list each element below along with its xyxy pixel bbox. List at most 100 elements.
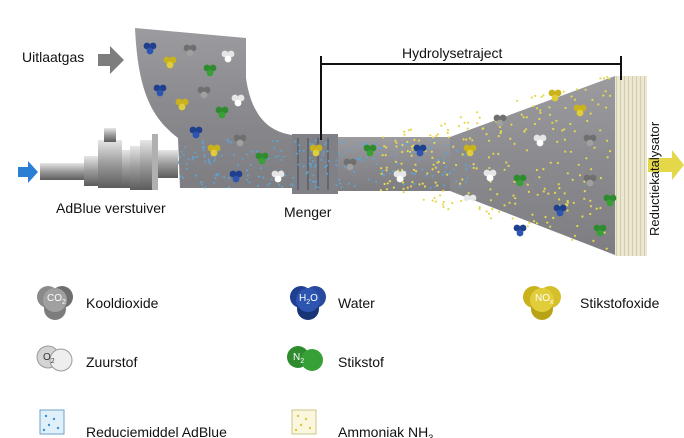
ammonia-dot <box>609 95 611 97</box>
ammonia-dot <box>552 217 554 219</box>
ammonia-dot <box>490 217 492 219</box>
ammonia-dot <box>585 157 587 159</box>
adblue-injector-label: AdBlue verstuiver <box>56 200 166 216</box>
adblue-injector <box>40 128 178 190</box>
ammonia-dot <box>609 150 611 152</box>
ammonia-dot <box>492 153 494 155</box>
adblue-droplet <box>465 181 467 183</box>
ammonia-dot <box>550 162 552 164</box>
ammonia-dot <box>547 193 549 195</box>
adblue-droplet <box>449 172 451 174</box>
ammonia-dot <box>513 143 515 145</box>
ammonia-dot <box>505 161 507 163</box>
adblue-droplet <box>444 156 446 158</box>
adblue-droplet <box>315 164 317 166</box>
ammonia-dot <box>408 129 410 131</box>
ammonia-dot <box>596 208 598 210</box>
ammonia-dot <box>424 185 426 187</box>
n2-icon-text: N2 <box>293 352 304 365</box>
ammonia-dot <box>426 172 428 174</box>
ammonia-dot <box>606 76 608 78</box>
ammonia-dot <box>442 203 444 205</box>
ammonia-dot <box>486 210 488 212</box>
ammonia-dot <box>482 128 484 130</box>
ammonia-dot <box>431 151 433 153</box>
adblue-droplet <box>312 181 314 183</box>
adblue-droplet <box>303 150 305 152</box>
ammonia-dot <box>402 188 404 190</box>
adblue-droplet <box>456 150 458 152</box>
ammonia-dot <box>593 147 595 149</box>
ammonia-dot <box>544 188 546 190</box>
ammonia-dot <box>542 94 544 96</box>
ammonia-dot <box>583 198 585 200</box>
adblue-droplet <box>200 181 202 183</box>
ammonia-dot <box>384 183 386 185</box>
ammonia-dot <box>527 184 529 186</box>
adblue-droplet <box>215 177 217 179</box>
adblue-droplet <box>292 177 294 179</box>
adblue-droplet <box>192 156 194 158</box>
ammonia-dot <box>561 129 563 131</box>
adblue-droplet <box>341 187 343 189</box>
adblue-droplet <box>432 175 434 177</box>
adblue-droplet <box>362 160 364 162</box>
ammonia-dot <box>422 183 424 185</box>
ammonia-dot <box>443 162 445 164</box>
ammonia-dot <box>435 182 437 184</box>
ammonia-dot <box>394 140 396 142</box>
adblue-droplet <box>315 185 317 187</box>
adblue-droplet <box>392 170 394 172</box>
adblue-droplet <box>335 164 337 166</box>
adblue-droplet <box>202 146 204 148</box>
ammonia-dot <box>533 220 535 222</box>
adblue-droplet <box>414 173 416 175</box>
ammonia-dot <box>432 200 434 202</box>
adblue-droplet <box>246 169 248 171</box>
ammonia-dot <box>413 139 415 141</box>
ammonia-dot <box>451 202 453 204</box>
adblue-droplet <box>228 177 230 179</box>
ammonia-dot <box>452 146 454 148</box>
ammonia-dot <box>488 213 490 215</box>
ammonia-dot <box>552 128 554 130</box>
adblue-droplet <box>296 153 298 155</box>
ammonia-dot <box>382 136 384 138</box>
ammonia-dot <box>467 128 469 130</box>
adblue-droplet <box>280 159 282 161</box>
ammonia-dot <box>413 169 415 171</box>
ammonia-dot <box>462 153 464 155</box>
ammonia-dot <box>566 210 568 212</box>
ammonia-dot <box>578 164 580 166</box>
ammonia-dot <box>605 90 607 92</box>
ammonia-dot <box>479 206 481 208</box>
adblue-droplet <box>182 177 184 179</box>
adblue-droplet <box>269 183 271 185</box>
hydrolysis-section-label: Hydrolysetraject <box>402 45 502 61</box>
adblue-droplet <box>294 141 296 143</box>
adblue-droplet <box>183 154 185 156</box>
ammonia-dot <box>543 190 545 192</box>
adblue-droplet <box>430 146 432 148</box>
ammonia-dot <box>551 122 553 124</box>
ammonia-dot <box>403 134 405 136</box>
ammonia-dot <box>382 154 384 156</box>
adblue-droplet <box>258 176 260 178</box>
adblue-droplet <box>455 180 457 182</box>
ammonia-dot <box>489 188 491 190</box>
ammonia-dot <box>381 173 383 175</box>
ammonia-dot <box>385 146 387 148</box>
ammonia-dot <box>436 184 438 186</box>
adblue-droplet <box>467 177 469 179</box>
ammonia-dot <box>496 193 498 195</box>
adblue-droplet <box>348 149 350 151</box>
ammonia-dot <box>464 122 466 124</box>
adblue-droplet <box>443 159 445 161</box>
adblue-droplet <box>309 163 311 165</box>
ammonia-dot <box>542 168 544 170</box>
ammonia-dot <box>569 123 571 125</box>
ammonia-dot <box>563 91 565 93</box>
ammonia-dot <box>567 172 569 174</box>
ammonia-dot <box>437 171 439 173</box>
ammonia-dot <box>463 138 465 140</box>
